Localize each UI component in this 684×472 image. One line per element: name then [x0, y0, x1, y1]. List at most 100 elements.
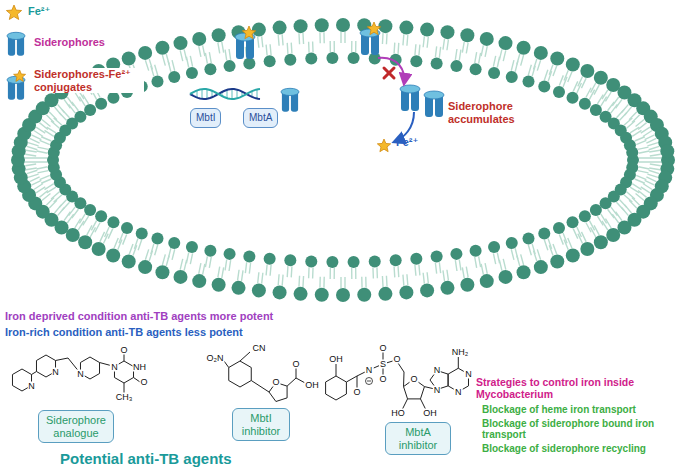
lipid-head — [431, 57, 443, 69]
lipid-tail — [517, 254, 524, 266]
lipid-head — [538, 81, 550, 93]
lipid-tail — [320, 277, 324, 288]
lipid-tail — [79, 214, 88, 225]
lipid-head — [506, 71, 518, 83]
lipid-tail — [394, 266, 399, 277]
lipid-tail — [423, 36, 428, 47]
lipid-tail — [278, 274, 283, 285]
lipid-head — [369, 255, 381, 267]
lipid-head — [553, 222, 565, 234]
lipid-head — [84, 104, 96, 116]
lipid-tail — [186, 56, 192, 68]
lipid-head — [136, 227, 148, 239]
lipid-head — [506, 237, 518, 249]
lipid-head — [264, 55, 276, 67]
lipid-head — [204, 63, 216, 75]
lipid-tail — [493, 56, 499, 68]
atom-label: N — [433, 385, 442, 394]
lipid-head — [606, 228, 620, 242]
atom-label: O — [291, 360, 300, 369]
atom-label: NH₂ — [451, 348, 470, 357]
atom-label: N — [433, 366, 442, 375]
lipid-tail — [573, 227, 581, 239]
lipid-tail — [218, 42, 224, 54]
lipid-tail — [151, 65, 158, 77]
lipid-tail — [635, 137, 647, 145]
lipid-tail — [517, 54, 524, 66]
strategy-item: Blockage of siderophore recycling — [482, 443, 680, 455]
lipid-tail — [341, 277, 345, 288]
atom-label: N — [27, 381, 36, 390]
lipid-head — [155, 265, 169, 279]
lipid-head — [243, 251, 255, 263]
lipid-head — [348, 52, 360, 64]
lipid-tail — [647, 170, 659, 177]
lipid-tail — [119, 233, 127, 245]
label-box: MbtI inhibitor — [232, 408, 290, 441]
legend-text: Fe²⁺ — [28, 5, 50, 18]
lipid-tail — [511, 248, 518, 260]
lipid-tail — [403, 274, 408, 285]
lipid-tail — [287, 266, 292, 277]
lipid-tail — [36, 158, 47, 162]
lipid-tail — [528, 244, 535, 256]
lipid-head — [106, 248, 120, 262]
annotation: Fe²⁺ — [396, 136, 418, 149]
atom-label: N — [110, 362, 119, 371]
lipid-tail — [415, 44, 420, 55]
lipid-head — [460, 278, 474, 292]
recycle-arrow — [378, 58, 404, 84]
lipid-tail — [258, 272, 263, 283]
siderophore-icon — [7, 32, 25, 55]
bond — [56, 358, 68, 361]
lipid-tail — [462, 267, 468, 279]
bond — [296, 367, 297, 378]
lipid-tail — [218, 267, 224, 279]
lipid-head — [399, 285, 413, 299]
box-label: MbtI — [196, 112, 215, 124]
lipid-head — [523, 232, 535, 244]
lipid-tail — [638, 147, 650, 153]
lipid-head — [594, 71, 608, 85]
lipid-tail — [435, 46, 440, 57]
bond — [336, 364, 337, 376]
lipid-tail — [641, 127, 652, 136]
lipid-head — [538, 227, 550, 239]
legend-text: Siderophores — [34, 36, 105, 49]
atom-label: N — [365, 366, 374, 375]
lipid-tail — [180, 259, 186, 271]
atom-label: O₂N — [206, 354, 225, 363]
lipid-head — [567, 216, 579, 228]
lipid-tail — [573, 81, 581, 93]
lipid-tail — [586, 88, 595, 100]
lipid-tail — [59, 110, 69, 121]
lipid-tail — [649, 164, 660, 170]
lipid-tail — [105, 227, 113, 239]
lipid-head — [534, 260, 548, 274]
anion-charge — [366, 378, 373, 385]
lipid-head — [440, 281, 454, 295]
lipid-head — [273, 285, 287, 299]
strategy-heading: Strategies to control iron inside Mycoba… — [476, 376, 680, 400]
lipid-head — [284, 254, 296, 266]
lipid-tail — [639, 158, 650, 162]
siderophore-icon — [400, 85, 420, 111]
lipid-tail — [69, 207, 79, 218]
lipid-tail — [162, 54, 169, 66]
lipid-head — [534, 46, 548, 60]
lipid-head — [579, 210, 591, 222]
lipid-tail — [475, 256, 481, 268]
atom-label: N — [454, 387, 463, 396]
lipid-head — [192, 274, 206, 288]
lipid-tail — [69, 102, 79, 113]
lipid-tail — [225, 49, 231, 60]
lipid-head — [348, 256, 360, 268]
lipid-head — [252, 283, 266, 297]
lipid-head — [488, 241, 500, 253]
lipid-tail — [647, 143, 659, 150]
lipid-head — [594, 235, 608, 249]
lipid-tail — [528, 65, 535, 77]
lipid-tail — [45, 184, 56, 193]
lipid-tail — [199, 45, 205, 57]
label-box: MbtA inhibitor — [385, 422, 451, 455]
